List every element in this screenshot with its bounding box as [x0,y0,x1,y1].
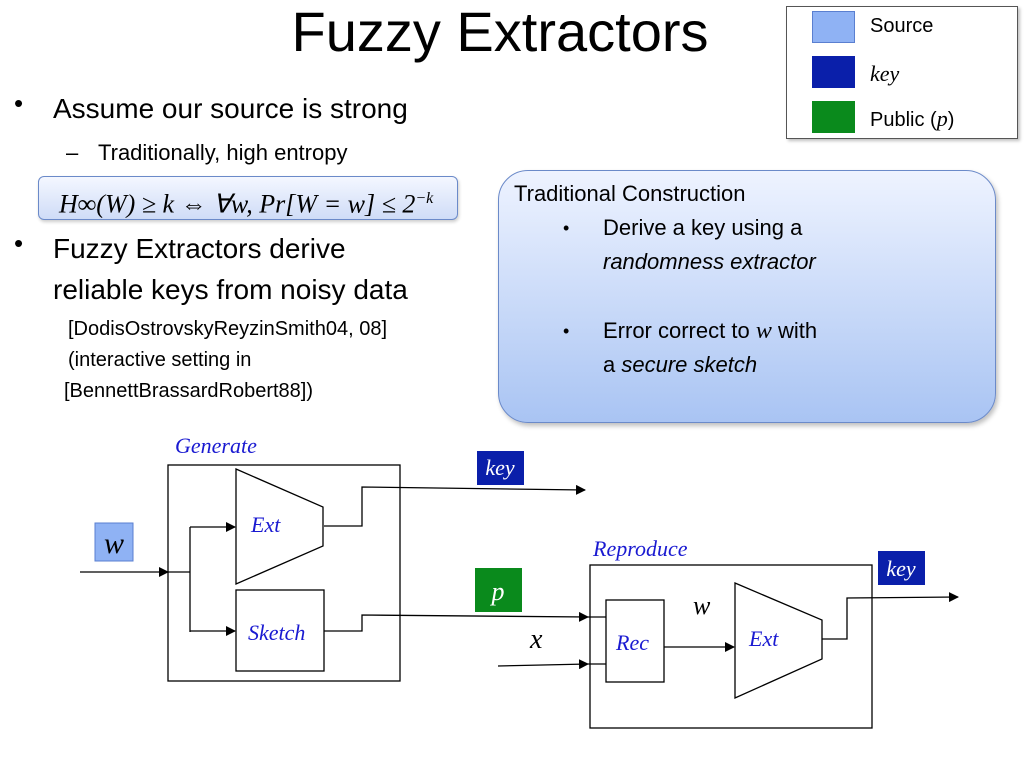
reproduce-label: Reproduce [592,536,688,561]
bullet-fuzzy-line2: reliable keys from noisy data [53,274,408,305]
bullet-dot: • [14,88,24,118]
legend-label-public: Public (p) [870,106,954,132]
min-entropy-formula: H∞(W) ≥ k ⇔ ∀w, Pr[W = w] ≤ 2−k [38,176,458,220]
trad-bullet-1: • [563,218,570,238]
legend-swatch-key [812,56,855,88]
trad-item2-pre: Error correct to [603,318,756,343]
trad-item2-line2-pre: a [603,352,622,377]
trad-bullet-2: • [563,321,570,341]
key-output-arrow [324,484,586,527]
rec-block [605,599,665,683]
sub-bullet-entropy: Traditionally, high entropy [98,140,348,165]
citation-interactive: (interactive setting in [68,349,252,371]
bullet-fuzzy-line1: Fuzzy Extractors derive [53,233,346,264]
trad-item2-post: with [771,318,818,343]
legend-label-key: key [870,61,900,86]
legend-swatch-source [812,11,855,43]
key-tag-2 [878,551,925,585]
key-tag [477,451,524,485]
key-tag-2-label: key [886,556,916,581]
rec-w-label: w [693,591,711,620]
trad-item2-line2: a secure sketch [603,348,757,382]
legend-public-end: ) [947,109,955,131]
trad-item2-line2-em: secure sketch [621,352,758,377]
citation-dors: [DodisOstrovskyReyzinSmith04, 08] [68,318,388,340]
reproduce-box [589,564,873,729]
generate-ext-block [235,468,324,585]
p-output-arrow [324,611,589,632]
reproduce-ext-block [734,582,823,700]
formula-text: H∞(W) ≥ k ⇔ ∀w, Pr[W = w] ≤ 2 [59,189,416,219]
reproduce-ext-label: Ext [748,626,779,651]
key-tag-label: key [485,455,515,480]
legend-public-text: Public ( [870,109,937,131]
trad-item2-line1: Error correct to w with [603,314,817,348]
trad-item1-line1: Derive a key using a [603,215,803,240]
reproduce-key-arrow [822,592,959,640]
bullet-dot: • [14,228,24,258]
rec-label: Rec [615,630,649,655]
p-public-label: p [490,577,505,606]
legend-label-source: Source [870,15,934,37]
p-public-tag [475,568,522,612]
traditional-construction-box: Traditional Construction • Derive a key … [498,170,996,423]
generate-label: Generate [175,433,257,458]
w-source-label: w [104,527,124,560]
slide-title: Fuzzy Extractors [291,0,709,63]
trad-item2-var: w [755,318,772,344]
traditional-heading: Traditional Construction [514,181,746,206]
legend: Source key Public (p) [786,6,1018,139]
sub-bullet-dash: – [66,140,79,165]
trad-item1-line2: randomness extractor [603,249,816,274]
formula-exponent: −k [415,190,434,207]
x-input-arrow [497,659,589,670]
legend-swatch-public [812,101,855,133]
x-label: x [529,624,543,655]
legend-public-var: p [936,106,948,131]
generate-ext-label: Ext [250,512,281,537]
bullet-assume: Assume our source is strong [53,93,408,124]
w-source-tag [94,522,134,562]
sketch-block [235,589,325,672]
citation-bbr: [BennettBrassardRobert88]) [64,380,314,402]
sketch-label: Sketch [248,620,305,645]
